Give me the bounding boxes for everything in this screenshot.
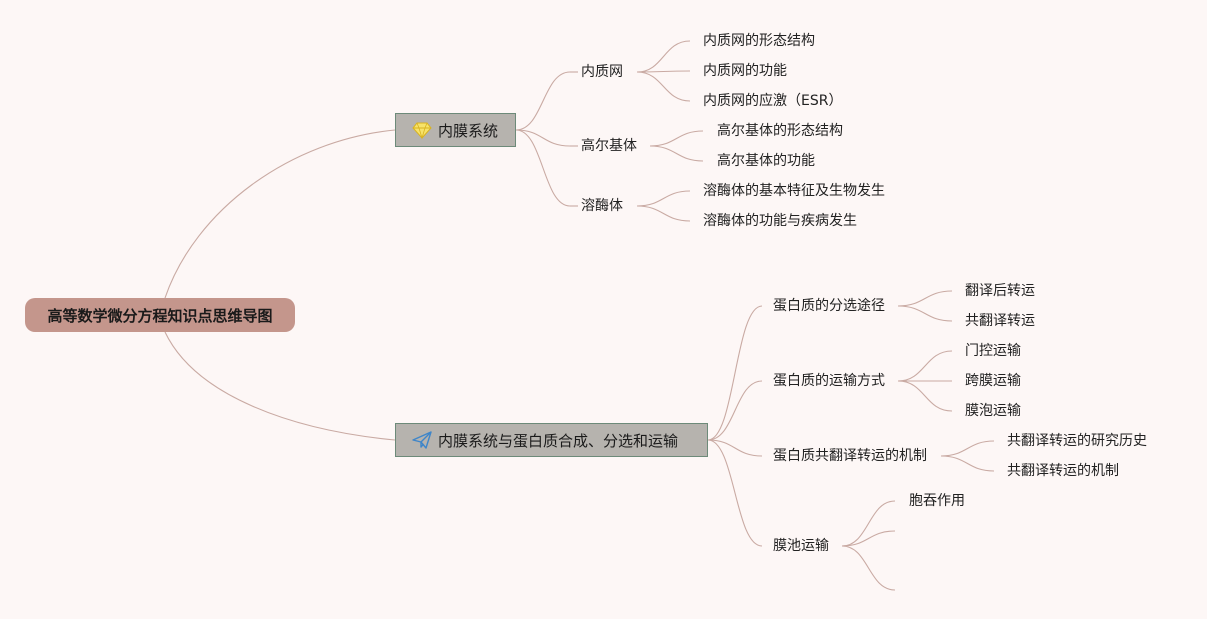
branch-node-endomembrane[interactable]: 内膜系统 <box>395 113 516 147</box>
leaf-connector <box>897 350 953 382</box>
leaf-connector <box>636 40 691 73</box>
leaf-connector <box>649 130 704 147</box>
leaf-node[interactable]: 门控运输 <box>965 343 1021 359</box>
leaf-node[interactable]: 高尔基体的形态结构 <box>717 123 843 139</box>
branch-label: 内膜系统与蛋白质合成、分选和运输 <box>438 431 679 450</box>
leaf-connector <box>841 530 896 547</box>
branch-label: 内膜系统 <box>438 121 499 140</box>
leaf-node[interactable]: 内质网的应激（ESR） <box>703 93 843 109</box>
leaf-connector <box>940 440 995 457</box>
leaf-connector <box>940 455 995 472</box>
leaf-connector <box>897 290 953 307</box>
leaf-connector <box>636 71 691 102</box>
sub-node-golgi[interactable]: 高尔基体 <box>581 138 637 154</box>
leaf-node[interactable]: 胞吞作用 <box>909 493 965 509</box>
leaf-node[interactable]: 溶酶体的基本特征及生物发生 <box>703 183 885 199</box>
leaf-node[interactable]: 共翻译转运 <box>965 313 1035 329</box>
sub-node-transport-mode[interactable]: 蛋白质的运输方式 <box>773 373 885 389</box>
leaf-node[interactable]: 跨膜运输 <box>965 373 1021 389</box>
leaf-node[interactable]: 内质网的功能 <box>703 63 787 79</box>
root-label: 高等数学微分方程知识点思维导图 <box>47 306 273 325</box>
branch-connector <box>707 305 763 441</box>
leaf-node[interactable]: 内质网的形态结构 <box>703 33 815 49</box>
sub-node-sorting-pathway[interactable]: 蛋白质的分选途径 <box>773 298 885 314</box>
leaf-connector <box>841 500 896 547</box>
leaf-node[interactable]: 高尔基体的功能 <box>717 153 815 169</box>
root-connector <box>164 331 396 441</box>
branch-connector <box>707 380 763 441</box>
leaf-node[interactable]: 共翻译转运的研究历史 <box>1007 433 1147 449</box>
branch-connector <box>515 71 571 131</box>
branch-connector <box>515 129 571 207</box>
paper-plane-icon <box>412 431 432 449</box>
leaf-connector <box>649 145 704 162</box>
branch-connector <box>707 439 763 547</box>
leaf-connector <box>636 70 691 73</box>
leaf-node[interactable]: 共翻译转运的机制 <box>1007 463 1119 479</box>
root-node[interactable]: 高等数学微分方程知识点思维导图 <box>25 298 295 332</box>
leaf-connector <box>636 205 691 222</box>
branch-connector <box>515 129 571 147</box>
leaf-node[interactable]: 膜泡运输 <box>965 403 1021 419</box>
leaf-connector <box>897 380 953 412</box>
sub-node-cotranslational-mechanism[interactable]: 蛋白质共翻译转运的机制 <box>773 448 927 464</box>
branch-node-protein-sorting[interactable]: 内膜系统与蛋白质合成、分选和运输 <box>395 423 708 457</box>
sub-node-membrane-transport[interactable]: 膜池运输 <box>773 538 829 554</box>
sub-node-er[interactable]: 内质网 <box>581 64 623 80</box>
leaf-connector <box>841 545 896 591</box>
sub-node-lysosome[interactable]: 溶酶体 <box>581 198 623 214</box>
leaf-node[interactable]: 翻译后转运 <box>965 283 1035 299</box>
diamond-icon <box>412 122 432 140</box>
leaf-connector <box>897 305 953 322</box>
leaf-connector <box>636 190 691 207</box>
root-connector <box>164 129 396 299</box>
branch-connector <box>707 439 763 457</box>
leaf-node[interactable]: 溶酶体的功能与疾病发生 <box>703 213 857 229</box>
